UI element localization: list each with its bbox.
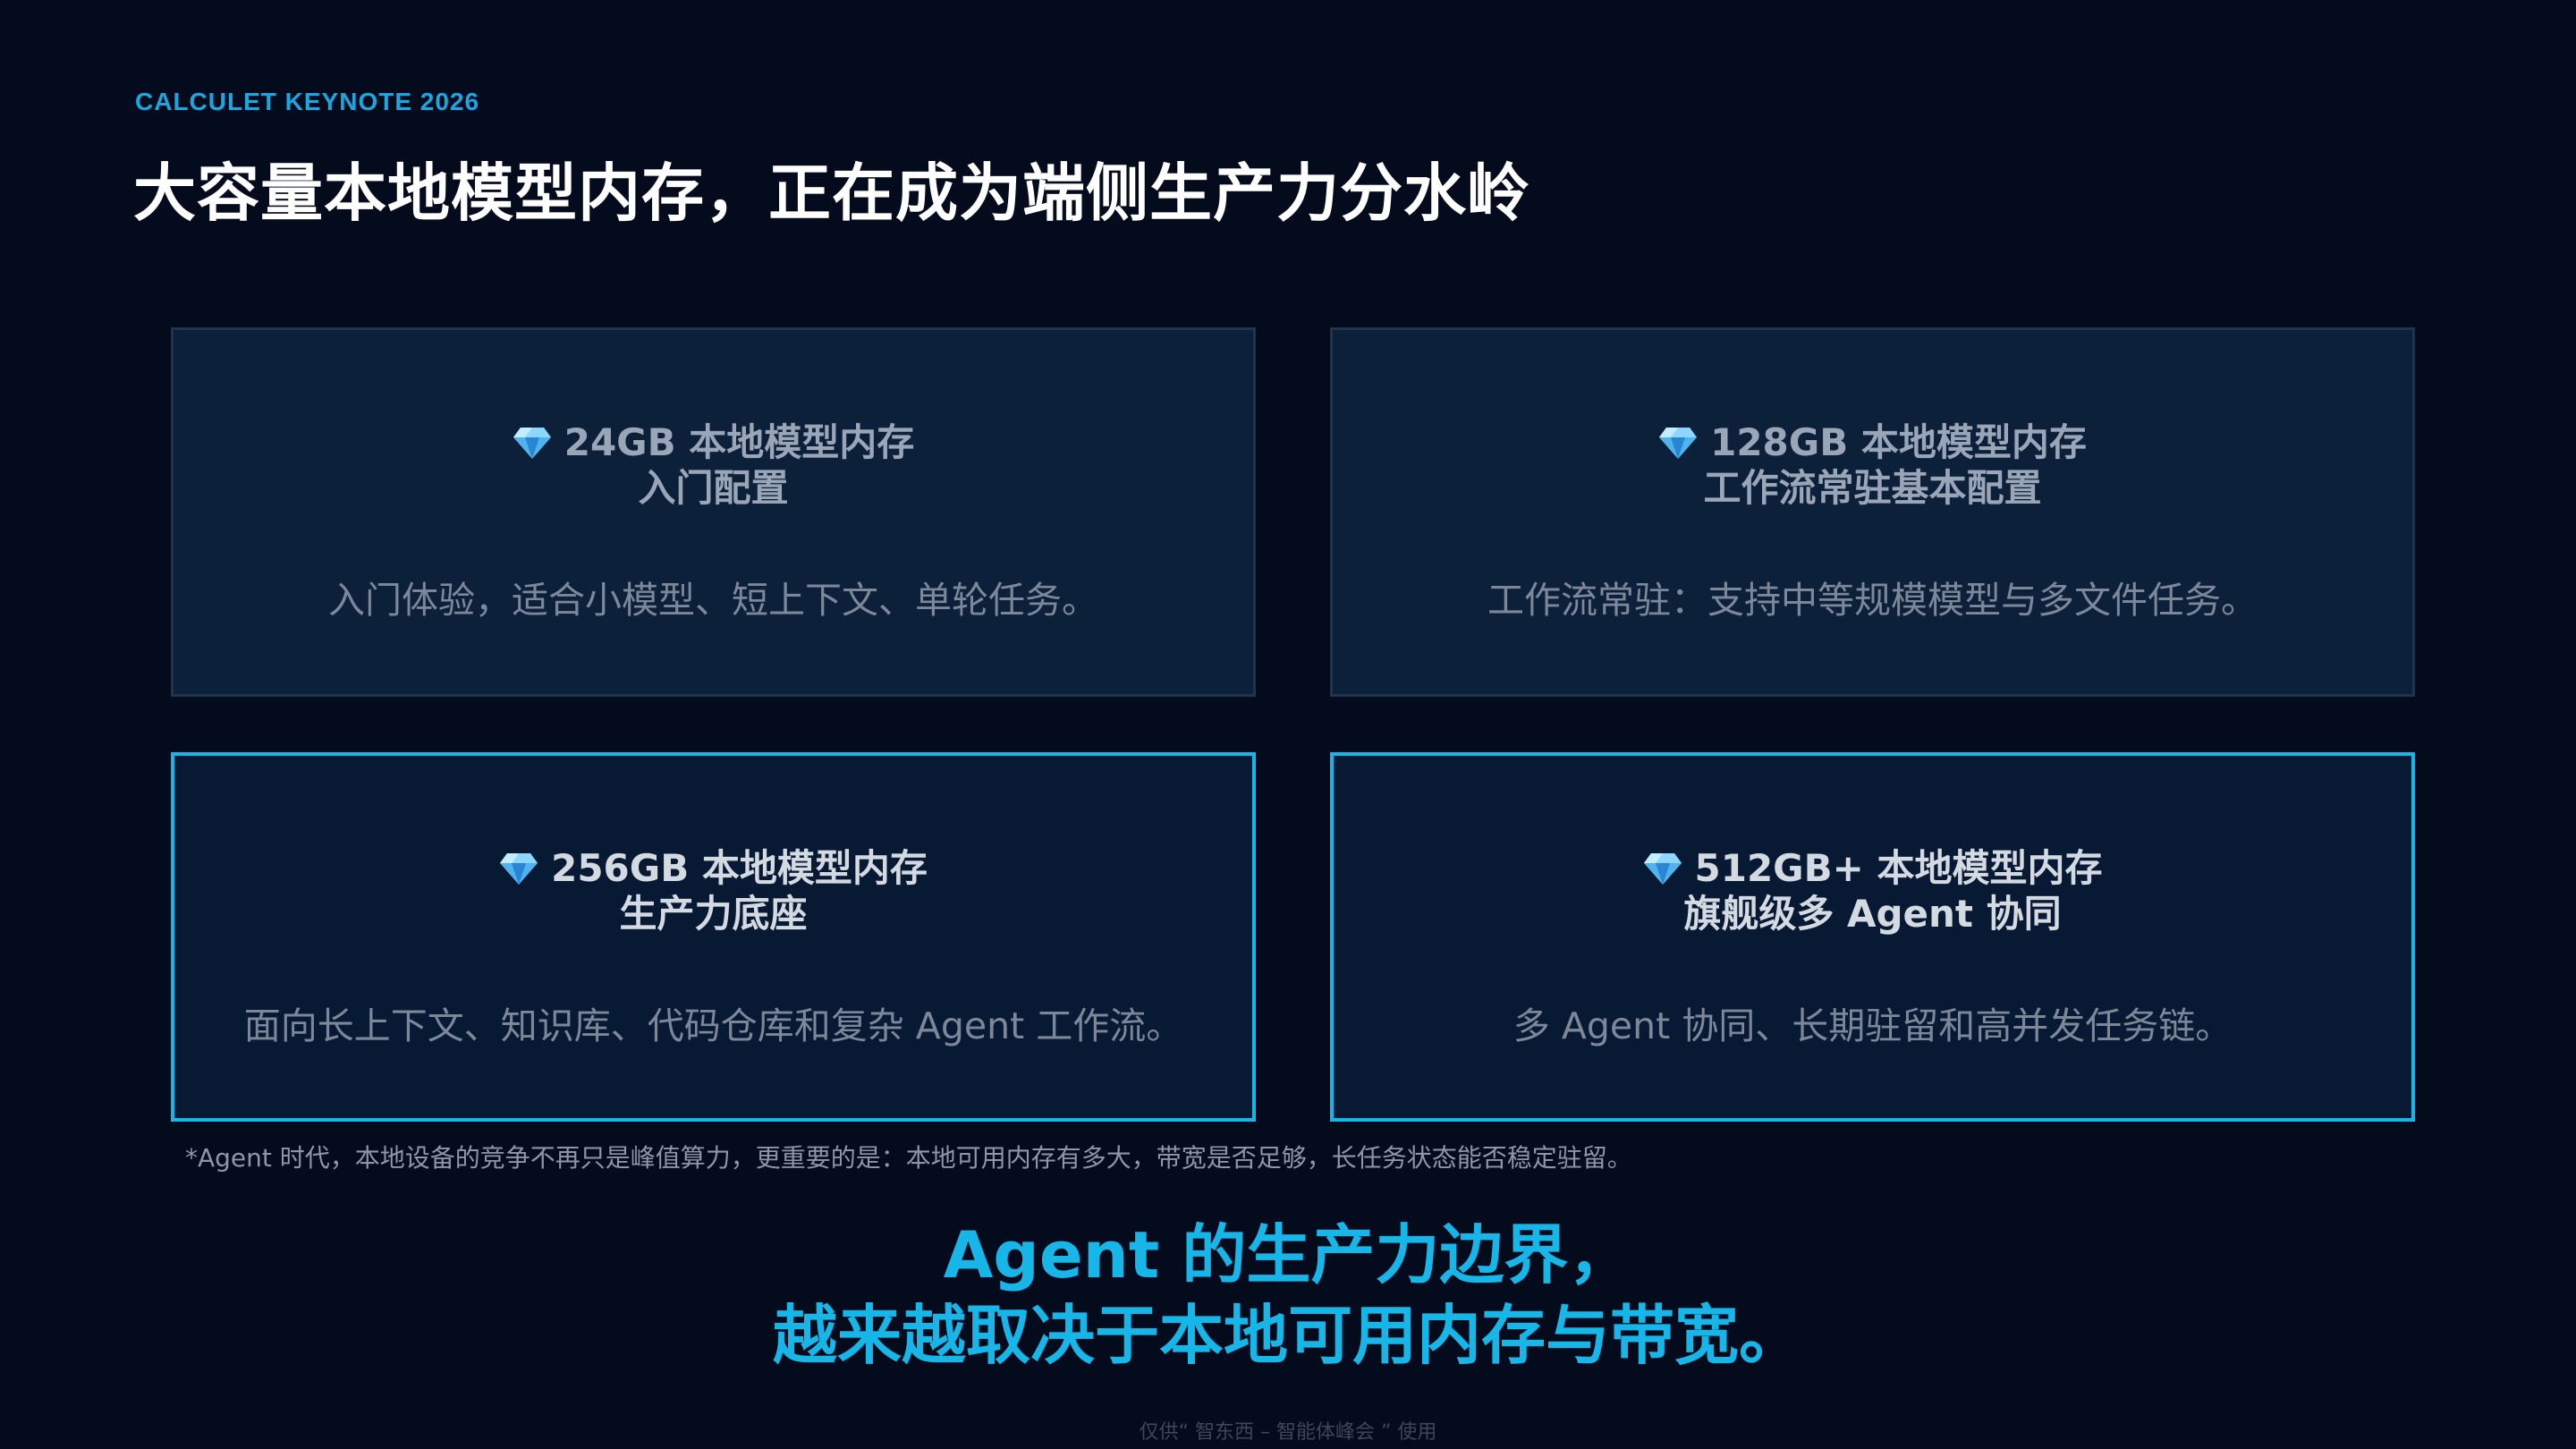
diamond-icon bbox=[1659, 427, 1698, 459]
card-capacity: 128GB 本地模型内存 bbox=[1710, 420, 2087, 464]
watermark: 仅供“ 智东西 – 智能体峰会 ” 使用 bbox=[1139, 1421, 1437, 1444]
card-tier: 生产力底座 bbox=[619, 892, 808, 936]
card-tier: 入门配置 bbox=[638, 466, 789, 510]
eyebrow-label: CALCULET KEYNOTE 2026 bbox=[135, 88, 480, 115]
card-heading: 24GB 本地模型内存 入门配置 bbox=[513, 419, 915, 511]
card-heading: 256GB 本地模型内存 生产力底座 bbox=[499, 845, 928, 936]
card-description: 多 Agent 协同、长期驻留和高并发任务链。 bbox=[1513, 1004, 2233, 1047]
footnote: *Agent 时代，本地设备的竞争不再只是峰值算力，更重要的是：本地可用内存有多… bbox=[185, 1143, 1632, 1173]
card-description: 工作流常驻：支持中等规模模型与多文件任务。 bbox=[1487, 579, 2258, 622]
card-capacity: 24GB 本地模型内存 bbox=[564, 420, 915, 464]
card-description: 入门体验，适合小模型、短上下文、单轮任务。 bbox=[328, 579, 1098, 622]
diamond-icon bbox=[500, 852, 538, 885]
diamond-icon bbox=[513, 427, 551, 459]
conclusion-line-2: 越来越取决于本地可用内存与带宽。 bbox=[772, 1298, 1803, 1373]
card-tier: 旗舰级多 Agent 协同 bbox=[1683, 892, 2062, 936]
card-heading: 128GB 本地模型内存 工作流常驻基本配置 bbox=[1658, 419, 2087, 511]
memory-card-256gb: 256GB 本地模型内存 生产力底座 面向长上下文、知识库、代码仓库和复杂 Ag… bbox=[171, 752, 1256, 1122]
memory-card-128gb: 128GB 本地模型内存 工作流常驻基本配置 工作流常驻：支持中等规模模型与多文… bbox=[1330, 327, 2415, 697]
memory-card-24gb: 24GB 本地模型内存 入门配置 入门体验，适合小模型、短上下文、单轮任务。 bbox=[171, 327, 1256, 697]
card-description: 面向长上下文、知识库、代码仓库和复杂 Agent 工作流。 bbox=[243, 1004, 1183, 1047]
conclusion-line-1: Agent 的生产力边界， bbox=[943, 1217, 1633, 1292]
conclusion: Agent 的生产力边界， 越来越取决于本地可用内存与带宽。 bbox=[0, 1215, 2576, 1376]
card-heading: 512GB+ 本地模型内存 旗舰级多 Agent 协同 bbox=[1643, 845, 2103, 936]
diamond-icon bbox=[1643, 852, 1682, 885]
card-tier: 工作流常驻基本配置 bbox=[1703, 466, 2042, 510]
card-capacity: 256GB 本地模型内存 bbox=[551, 846, 928, 890]
memory-card-512gb: 512GB+ 本地模型内存 旗舰级多 Agent 协同 多 Agent 协同、长… bbox=[1330, 752, 2415, 1122]
card-capacity: 512GB+ 本地模型内存 bbox=[1694, 846, 2103, 890]
page-title: 大容量本地模型内存，正在成为端侧生产力分水岭 bbox=[133, 157, 1530, 230]
